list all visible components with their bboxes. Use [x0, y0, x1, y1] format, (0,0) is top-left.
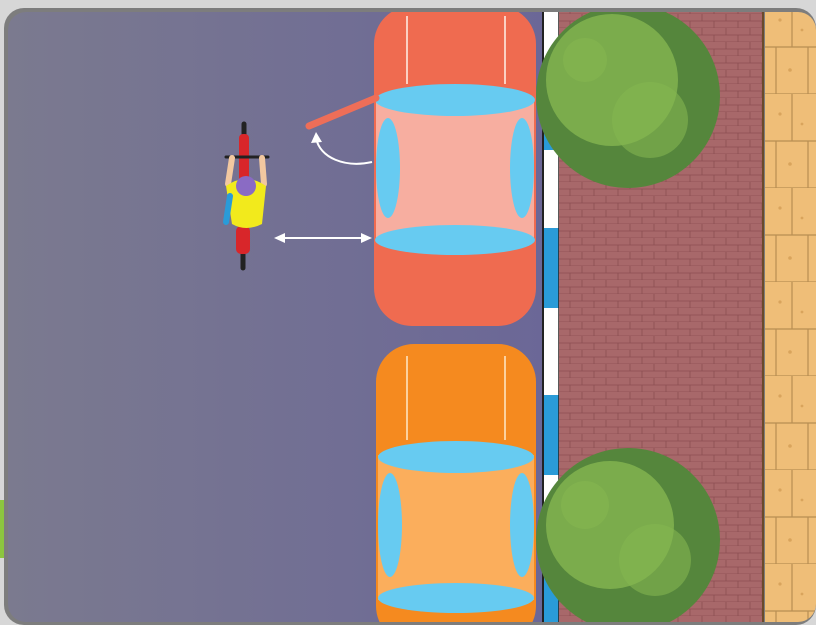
car-icon	[376, 344, 536, 625]
stone-wall	[763, 12, 816, 622]
tree-icon	[536, 448, 720, 625]
car-icon	[374, 6, 536, 326]
tree-icon	[536, 4, 720, 188]
